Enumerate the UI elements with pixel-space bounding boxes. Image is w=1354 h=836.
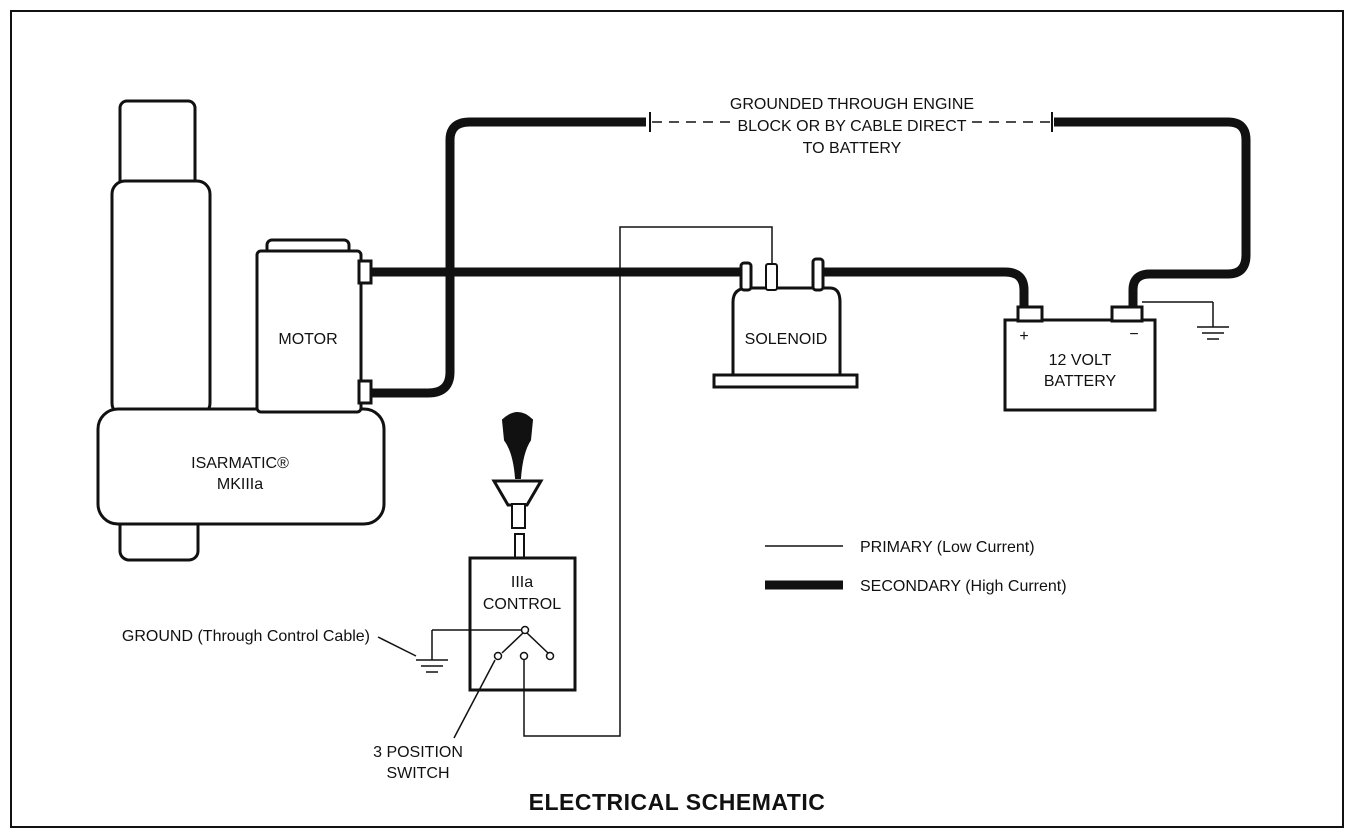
secondary-cables [371,117,1251,398]
solenoid-base [712,373,859,389]
three-position-switch [431,625,555,690]
battery-label-line-2: BATTERY [1044,373,1117,390]
solenoid-right-post [811,257,825,292]
switch-arm-right [526,632,549,654]
switch-contact-left [493,651,503,661]
control-label-line-2: CONTROL [483,596,561,613]
primary-control-wire [523,226,773,737]
battery-ground-symbol [1142,301,1229,340]
solenoid [712,257,859,389]
legend-primary-label: PRIMARY (Low Current) [860,539,1035,556]
diagram-title: ELECTRICAL SCHEMATIC [529,789,826,815]
handle-knob [501,412,534,479]
ground-leader-line [377,636,417,657]
battery-negative-terminal [1110,305,1144,323]
actuator-top-cylinder [118,99,197,193]
switch-pivot [520,625,530,635]
cable-motor-ground [371,117,646,398]
battery-label-line-1: 12 VOLT [1049,352,1112,369]
solenoid-left-post [739,261,753,292]
switch-arm-left [501,632,524,654]
ground-note-line-3: TO BATTERY [803,140,902,157]
switch-leader-line [453,659,496,739]
motor [255,238,373,414]
solenoid-control-post [765,263,778,291]
actuator-body [110,179,212,418]
ground-note-line-2: BLOCK OR BY CABLE DIRECT [737,118,966,135]
handle-lower-shaft [514,533,525,561]
cable-solenoid-to-battery-positive [818,267,1029,310]
battery [1003,305,1157,412]
solenoid-body [731,286,842,377]
motor-body [255,249,363,414]
control-label-line-1: IIIa [511,574,533,591]
motor-label: MOTOR [278,331,337,348]
isarmatic-label-line-1: ISARMATIC® [191,455,289,472]
control-box [468,556,577,692]
solenoid-label: SOLENOID [745,331,828,348]
motor-top-terminal [357,259,373,285]
handle-shaft [511,503,526,529]
control-handle [491,412,544,561]
cable-battery-ground [1054,117,1251,310]
motor-bottom-terminal [357,379,373,405]
control-ground-symbol [416,659,448,673]
isarmatic-label-line-2: MKIIIa [217,476,263,493]
battery-case [1003,318,1157,412]
actuator-base [96,407,386,526]
ground-note-line-1: GROUNDED THROUGH ENGINE [730,96,974,113]
switch-contact-right [545,651,555,661]
battery-minus-sign: − [1129,326,1138,343]
switch-label-line-2: SWITCH [386,765,449,782]
switch-label-line-1: 3 POSITION [373,744,463,761]
handle-funnel [491,479,544,507]
switch-contact-center [519,651,529,661]
battery-plus-sign: + [1019,328,1028,345]
battery-positive-terminal [1016,305,1044,323]
legend-secondary-label: SECONDARY (High Current) [860,578,1067,595]
isarmatic-actuator [96,99,386,562]
ground-cable-label: GROUND (Through Control Cable) [122,628,370,645]
diagram-frame [10,10,1344,828]
legend: PRIMARY (Low Current) SECONDARY (High Cu… [765,539,1067,595]
